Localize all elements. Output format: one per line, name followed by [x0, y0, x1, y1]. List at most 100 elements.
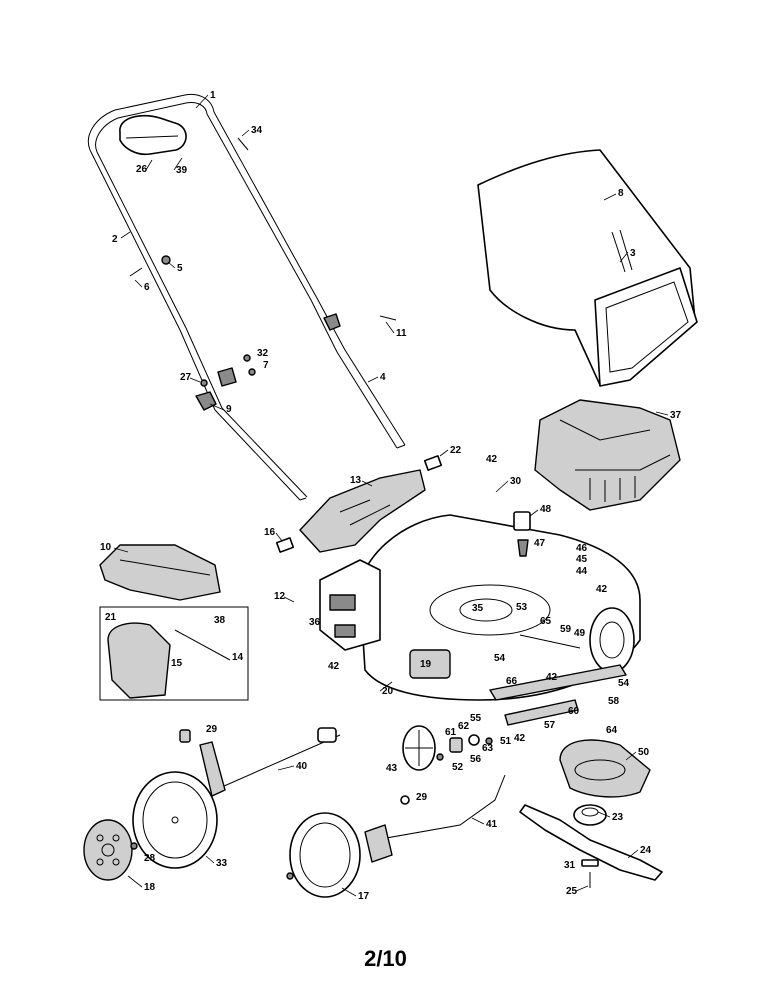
callout-34: 34	[251, 125, 263, 136]
rear-deflector	[534, 399, 681, 511]
callout-15: 15	[171, 658, 183, 669]
callout-37: 37	[670, 410, 682, 421]
callout-58: 58	[608, 696, 620, 707]
callout-54b: 54	[618, 678, 630, 689]
callout-22: 22	[450, 445, 462, 456]
callout-41: 41	[486, 819, 498, 830]
callout-29a: 29	[206, 724, 218, 735]
callout-39: 39	[176, 165, 188, 176]
callout-42b: 42	[596, 584, 608, 595]
callout-12: 12	[274, 591, 286, 602]
blade	[519, 804, 663, 881]
callout-14: 14	[232, 652, 244, 663]
callout-20: 20	[382, 686, 394, 697]
callout-26: 26	[136, 164, 148, 175]
callout-42a: 42	[486, 454, 498, 465]
callout-28: 28	[144, 853, 156, 864]
callout-49: 49	[574, 628, 586, 639]
drive-housing	[319, 559, 381, 651]
callout-45: 45	[576, 554, 588, 565]
callout-33: 33	[216, 858, 228, 869]
mulch-plug-inset	[99, 606, 249, 701]
side-discharge-chute	[99, 544, 221, 601]
front-axle	[364, 774, 506, 863]
callout-17: 17	[358, 891, 370, 902]
callout-59: 59	[560, 624, 572, 635]
callout-10: 10	[100, 542, 112, 553]
callout-3: 3	[630, 248, 636, 259]
callout-23: 23	[612, 812, 624, 823]
callout-42d: 42	[514, 733, 526, 744]
handle-knobs	[129, 137, 397, 411]
callout-19: 19	[420, 659, 432, 670]
callout-31: 31	[564, 860, 576, 871]
callout-2: 2	[112, 234, 118, 245]
callout-35: 35	[472, 603, 484, 614]
rear-flap	[299, 469, 426, 553]
callout-18: 18	[144, 882, 156, 893]
callout-62: 62	[458, 721, 470, 732]
callout-55: 55	[470, 713, 482, 724]
callout-44: 44	[576, 566, 588, 577]
callout-11: 11	[396, 328, 407, 339]
callout-51: 51	[500, 736, 512, 747]
callout-4: 4	[380, 372, 386, 383]
callout-52: 52	[452, 762, 464, 773]
blade-adapter-hub	[573, 804, 607, 826]
callout-9: 9	[226, 404, 232, 415]
callout-50: 50	[638, 747, 650, 758]
callout-6: 6	[144, 282, 150, 293]
deck	[359, 514, 641, 701]
callout-56: 56	[470, 754, 482, 765]
callout-46: 46	[576, 543, 588, 554]
callout-42c: 42	[328, 661, 340, 672]
handle-bail	[119, 114, 187, 156]
callout-38: 38	[214, 615, 226, 626]
callout-32: 32	[257, 348, 269, 359]
callout-5: 5	[177, 263, 183, 274]
callout-42e: 42	[546, 672, 558, 683]
rear-wheel	[132, 771, 218, 869]
callout-60: 60	[568, 706, 580, 717]
callout-64: 64	[606, 725, 618, 736]
upper-handle	[88, 93, 346, 411]
callout-61: 61	[445, 727, 457, 738]
callout-7: 7	[263, 360, 269, 371]
callout-63: 63	[482, 743, 494, 754]
drive-linkage	[489, 634, 627, 726]
callout-27: 27	[180, 372, 192, 383]
front-right-wheel	[589, 607, 635, 673]
callout-40: 40	[296, 761, 308, 772]
callout-16: 16	[264, 527, 276, 538]
callout-43: 43	[386, 763, 398, 774]
hubcap	[83, 819, 138, 881]
height-adjusters	[513, 511, 531, 557]
callout-1: 1	[210, 90, 216, 101]
callout-47: 47	[534, 538, 546, 549]
callout-30: 30	[510, 476, 522, 487]
callout-53: 53	[516, 602, 528, 613]
callout-8: 8	[618, 188, 624, 199]
callout-48: 48	[540, 504, 552, 515]
page-number: 2/10	[364, 946, 407, 971]
lower-handle	[214, 349, 406, 501]
front-wheel	[286, 812, 361, 898]
callout-36: 36	[309, 617, 321, 628]
blade-adapter	[559, 739, 651, 798]
callout-13: 13	[350, 475, 362, 486]
callout-25: 25	[566, 886, 578, 897]
callout-21: 21	[105, 612, 117, 623]
callout-54a: 54	[494, 653, 506, 664]
callout-24: 24	[640, 845, 652, 856]
callout-57: 57	[544, 720, 556, 731]
leader-lines	[113, 94, 669, 897]
drive-gears	[402, 725, 493, 771]
callout-labels: 1 2 3 4 5 6 7 8 9 10 11 12 13 14 15 16 1…	[100, 90, 682, 902]
grass-bag	[477, 149, 698, 387]
blade-bolt	[581, 859, 599, 888]
rear-axle	[179, 727, 341, 797]
springs	[275, 455, 443, 553]
callout-29b: 29	[416, 792, 428, 803]
callout-66: 66	[506, 676, 518, 687]
